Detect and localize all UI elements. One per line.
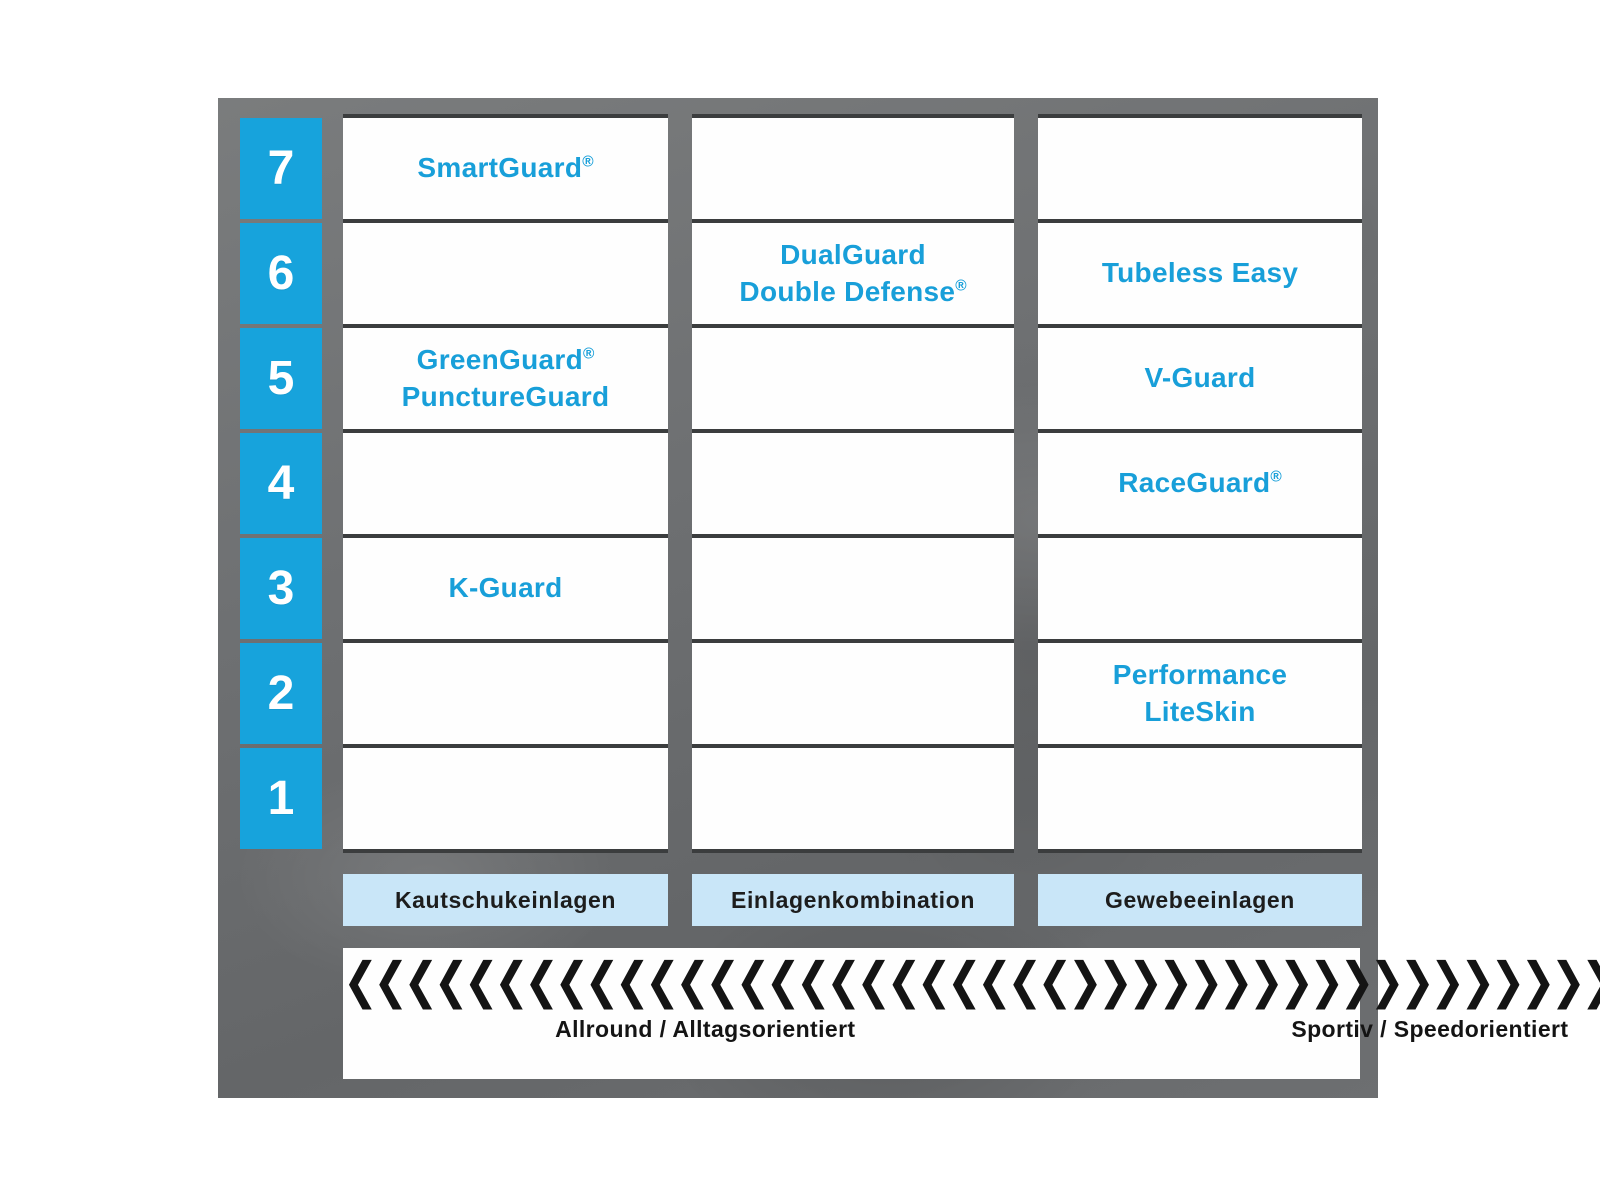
grid-cell: V-Guard — [1038, 328, 1362, 429]
axis-allround: ❮❮❮❮❮❮❮❮❮❮❮❮❮❮❮❮❮❮❮❮❮❮❮❮ Allround / Allt… — [343, 948, 1073, 1079]
level-column: 7 6 5 4 3 2 1 — [240, 114, 322, 853]
axis-label-sportiv: Sportiv / Speedorientiert — [1291, 1016, 1569, 1042]
level-number: 3 — [267, 562, 295, 615]
grid-cell — [343, 433, 668, 534]
level-box-3: 3 — [240, 538, 322, 639]
level-number: 4 — [267, 457, 295, 510]
axis-label-allround: Allround / Alltagsorientiert — [555, 1016, 856, 1042]
level-number: 1 — [267, 772, 295, 825]
axis-sportiv: ❯❯❯❯❯❯❯❯❯❯❯❯❯❯❯❯❯❯❯❯❯❯❯❯ Sportiv / Speed… — [1068, 948, 1600, 1079]
grid-cell — [1038, 748, 1362, 849]
level-number: 2 — [267, 667, 295, 720]
product-label: DualGuard Double Defense® — [739, 239, 967, 307]
product-label: Performance LiteSkin — [1112, 659, 1288, 727]
product-label: K-Guard — [448, 572, 563, 604]
grid-cell — [692, 433, 1014, 534]
grid-cell: GreenGuard® PunctureGuard — [343, 328, 668, 429]
level-number: 6 — [267, 247, 295, 300]
orientation-axis: ❮❮❮❮❮❮❮❮❮❮❮❮❮❮❮❮❮❮❮❮❮❮❮❮ Allround / Allt… — [343, 948, 1600, 1079]
grid-cell: DualGuard Double Defense® — [692, 223, 1014, 324]
category-label: Kautschukeinlagen — [394, 886, 617, 913]
category-label: Gewebeeinlagen — [1105, 886, 1295, 913]
grid-cell: K-Guard — [343, 538, 668, 639]
category-bar-einlagenkombination: Einlagenkombination — [692, 874, 1014, 926]
grid-cell: Performance LiteSkin — [1038, 643, 1362, 744]
grid-cell — [1038, 538, 1362, 639]
grid-cell: SmartGuard® — [343, 118, 668, 219]
category-label: Einlagenkombination — [731, 886, 975, 913]
level-box-5: 5 — [240, 328, 322, 429]
level-number: 7 — [267, 142, 295, 195]
product-label: SmartGuard® — [417, 152, 594, 184]
level-box-4: 4 — [240, 433, 322, 534]
grid-cell — [1038, 118, 1362, 219]
level-number: 5 — [267, 352, 295, 405]
product-label: RaceGuard® — [1118, 467, 1282, 499]
product-label: Tubeless Easy — [1101, 257, 1299, 289]
column-gewebeeinlagen: Tubeless Easy V-Guard RaceGuard® Perform… — [1038, 114, 1362, 853]
product-label: GreenGuard® PunctureGuard — [401, 344, 610, 412]
category-bar-kautschukeinlagen: Kautschukeinlagen — [343, 874, 668, 926]
grid-cell — [692, 118, 1014, 219]
level-box-7: 7 — [240, 118, 322, 219]
level-box-1: 1 — [240, 748, 322, 849]
level-box-2: 2 — [240, 643, 322, 744]
grid-cell — [343, 223, 668, 324]
right-chevrons-icon: ❯❯❯❯❯❯❯❯❯❯❯❯❯❯❯❯❯❯❯❯❯❯❯❯ — [1067, 951, 1600, 1010]
grid-cell: Tubeless Easy — [1038, 223, 1362, 324]
grid-cell — [692, 643, 1014, 744]
grid-cell — [692, 538, 1014, 639]
level-box-6: 6 — [240, 223, 322, 324]
category-bar-gewebeeinlagen: Gewebeeinlagen — [1038, 874, 1362, 926]
column-kautschukeinlagen: SmartGuard® GreenGuard® PunctureGuard K-… — [343, 114, 668, 853]
grid-cell — [343, 643, 668, 744]
column-einlagenkombination: DualGuard Double Defense® — [692, 114, 1014, 853]
grid-cell — [692, 748, 1014, 849]
product-label: V-Guard — [1144, 362, 1256, 394]
protection-level-panel: 7 6 5 4 3 2 1 SmartGuard® GreenGuard® Pu… — [218, 98, 1600, 1098]
grid-cell — [692, 328, 1014, 429]
grid-cell: RaceGuard® — [1038, 433, 1362, 534]
left-chevrons-icon: ❮❮❮❮❮❮❮❮❮❮❮❮❮❮❮❮❮❮❮❮❮❮❮❮ — [343, 951, 1073, 1010]
grid-cell — [343, 748, 668, 849]
